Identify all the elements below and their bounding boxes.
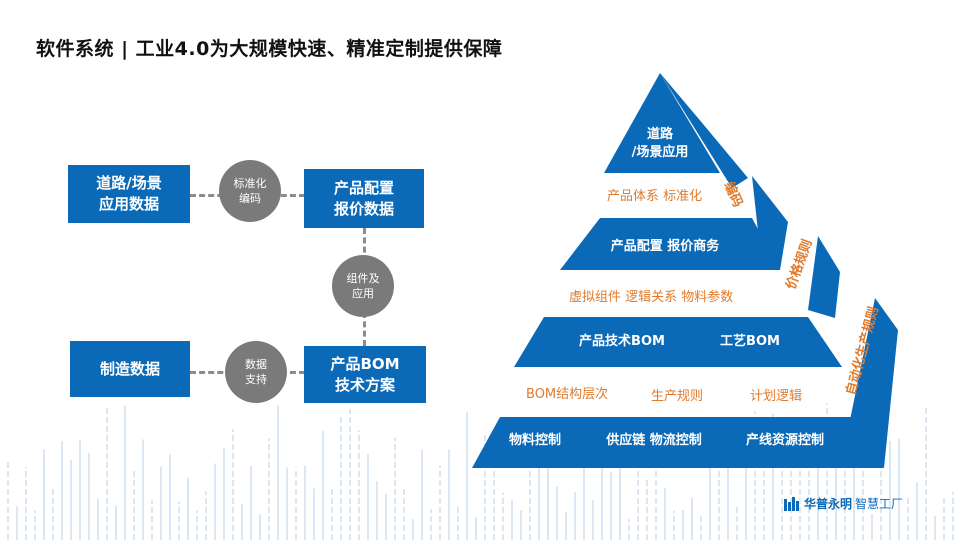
gap3-label-b: 生产规则 bbox=[651, 389, 704, 404]
manufacturing-data-box: 制造数据 bbox=[70, 341, 190, 397]
pyramid-tier-2 bbox=[560, 218, 780, 270]
pyramid-side-1 bbox=[660, 73, 748, 188]
logo-sub: 智慧工厂 bbox=[855, 497, 904, 511]
company-logo: 华普永明 智慧工厂 bbox=[784, 495, 903, 512]
logo-brand: 华普永明 bbox=[804, 497, 853, 511]
pyramid-side-3 bbox=[808, 236, 840, 318]
gap1-label: 产品体系 标准化 bbox=[607, 189, 703, 204]
page-title: 软件系统 | 工业4.0为大规模快速、精准定制提供保障 bbox=[36, 38, 503, 60]
tier1-label: 道路 /场景应用 bbox=[631, 127, 689, 160]
road-scene-data-box: 道路/场景 应用数据 bbox=[68, 165, 190, 223]
tier3-label-b: 工艺BOM bbox=[720, 334, 780, 349]
component-application-circle: 组件及 应用 bbox=[332, 255, 394, 317]
pyramid-tier-1 bbox=[604, 73, 720, 173]
gap3-label-c: 计划逻辑 bbox=[750, 389, 803, 404]
pyramid-tier-4 bbox=[472, 417, 884, 468]
background-lines bbox=[7, 403, 954, 540]
standard-coding-circle: 标准化 编码 bbox=[219, 160, 281, 222]
gap3-label-a: BOM结构层次 bbox=[526, 387, 609, 402]
gap2-label: 虚拟组件 逻辑关系 物料参数 bbox=[569, 290, 734, 305]
tier4-label-b: 供应链 物流控制 bbox=[606, 433, 702, 448]
product-config-box: 产品配置 报价数据 bbox=[304, 169, 424, 228]
pyramid-side-4 bbox=[850, 298, 898, 468]
tier3-label-a: 产品技术BOM bbox=[579, 334, 665, 349]
product-bom-box: 产品BOM 技术方案 bbox=[304, 346, 426, 403]
tier2-label: 产品配置 报价商务 bbox=[610, 239, 720, 254]
pyramid-tier-3 bbox=[514, 317, 842, 367]
logo-mark-icon bbox=[784, 496, 799, 511]
tier4-label-c: 产线资源控制 bbox=[745, 433, 824, 448]
tier4-label-a: 物料控制 bbox=[508, 433, 561, 448]
data-support-circle: 数据 支持 bbox=[225, 341, 287, 403]
